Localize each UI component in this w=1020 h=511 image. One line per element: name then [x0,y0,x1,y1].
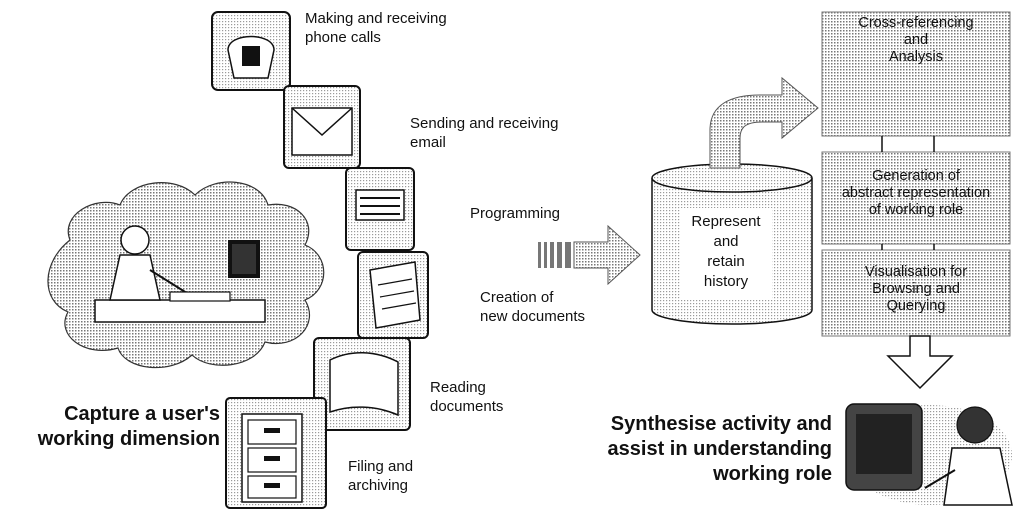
capture-caption: Capture a user's working dimension [37,403,220,450]
process-step-cross-referencing: Cross-referencing and Analysis [858,15,974,65]
process-steps [821,11,1011,337]
filing-cabinet-icon [225,397,327,509]
history-store-label: Represent and retain history [691,213,761,290]
label-email: Sending and receiving email [410,115,559,151]
reading-icon [313,337,411,431]
phone-icon [211,11,291,91]
analyst-at-computer-icon [845,403,1013,506]
process-step-visualisation: Visualisation for Browsing and Querying [864,264,968,314]
document-icon [357,251,429,339]
label-filing: Filing and archiving [348,458,414,494]
label-phone-calls: Making and receiving phone calls [305,10,447,46]
worker-cloud [47,181,325,369]
label-reading: Reading documents [430,379,504,415]
process-step-abstract-representation: Generation of abstract representation of… [841,168,991,218]
synthesis-arrow [709,76,819,169]
label-programming: Programming [470,205,561,222]
label-creation: Creation of new documents [480,289,586,325]
synthesise-caption: Synthesise activity and assist in unders… [607,413,832,485]
down-arrow [886,335,954,390]
programming-icon [345,167,415,251]
history-cylinder [651,163,813,325]
email-icon [283,85,361,169]
capture-arrow [538,224,641,286]
